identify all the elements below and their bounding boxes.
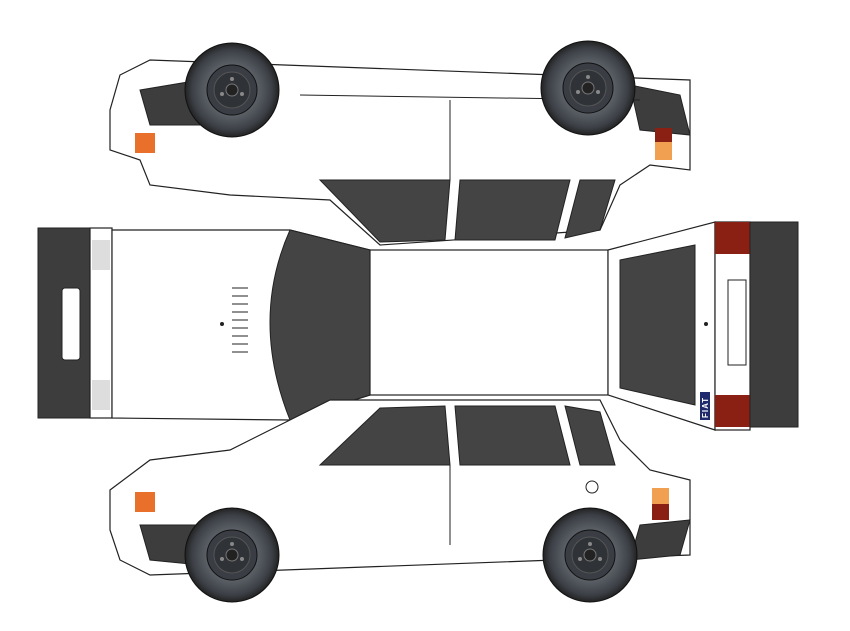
tail-light bbox=[652, 504, 669, 520]
wheel bbox=[184, 507, 280, 603]
side-panel-lower bbox=[109, 399, 691, 603]
wheel bbox=[542, 507, 638, 603]
top-panel: FIAT bbox=[37, 221, 799, 431]
indicator-light bbox=[135, 492, 155, 512]
side-panel-upper bbox=[109, 40, 691, 246]
wheel bbox=[184, 42, 280, 138]
indicator-light bbox=[135, 133, 155, 153]
wheel bbox=[540, 40, 636, 136]
roof bbox=[369, 249, 609, 396]
tail-light bbox=[715, 222, 750, 254]
tail-light bbox=[655, 128, 672, 142]
fiat-badge: FIAT bbox=[700, 392, 710, 420]
tail-light bbox=[715, 395, 750, 427]
badge-text: FIAT bbox=[701, 397, 710, 418]
